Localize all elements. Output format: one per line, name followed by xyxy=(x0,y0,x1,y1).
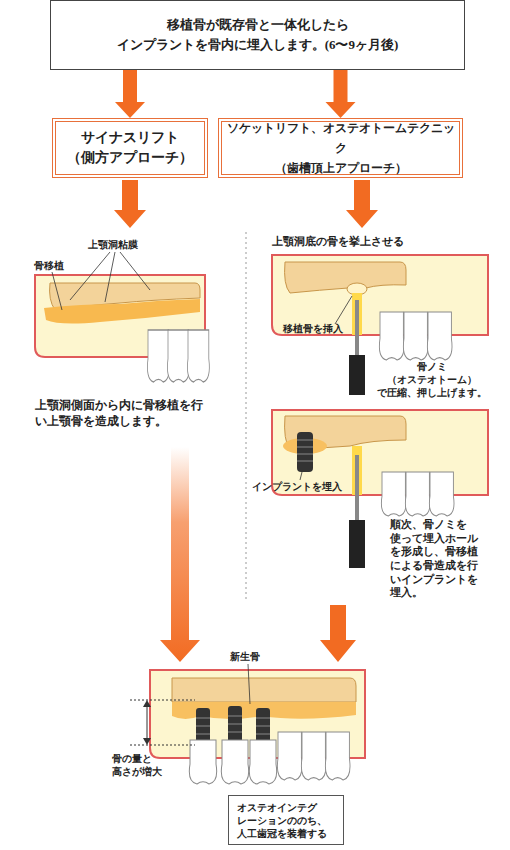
tooth xyxy=(403,312,428,360)
method-box: サイナスリフト （側方アプローチ） xyxy=(52,118,208,178)
tooth xyxy=(325,732,350,780)
dimension-arrowhead xyxy=(143,738,151,745)
tooth xyxy=(381,472,406,516)
description-text: 骨ノミ （オステオトーム） で圧縮、押し上げます。 xyxy=(366,360,498,399)
box-text: サイナスリフト （側方アプローチ） xyxy=(56,128,204,168)
tooth xyxy=(277,732,302,780)
flow-arrow xyxy=(115,70,145,118)
osteotome-handle xyxy=(349,520,365,568)
tooth xyxy=(427,312,452,360)
result-box: オステオインテグ レーションののち、 人工歯冠を装着する xyxy=(228,795,344,845)
leader-line xyxy=(105,252,115,302)
leader-line xyxy=(120,252,150,290)
flow-arrow xyxy=(160,447,200,662)
description-text: 上顎洞側面から内に骨移植を行 い上顎骨を造成します。 xyxy=(35,398,215,429)
leader-line xyxy=(70,252,110,300)
bone-graft xyxy=(44,299,200,324)
implant-thread xyxy=(297,440,313,461)
flow-arrow xyxy=(326,70,356,118)
step-heading: 上顎洞底の骨を挙上させる xyxy=(272,234,452,248)
dimension-line xyxy=(130,700,195,701)
leader-line xyxy=(248,664,250,704)
tooth xyxy=(405,472,430,516)
box-text: ソケットリフト、オステオトームテクニック （歯槽頂上アプローチ） xyxy=(224,118,457,178)
part-label: 移植骨を挿入 xyxy=(283,322,363,335)
divider-line xyxy=(246,232,247,600)
crown xyxy=(189,740,216,784)
tooth xyxy=(147,330,169,382)
leader-line xyxy=(300,468,303,480)
tooth xyxy=(429,472,454,516)
tooth xyxy=(187,330,209,382)
flow-arrow xyxy=(346,180,378,228)
osteotome-handle xyxy=(349,355,365,395)
flow-arrow xyxy=(320,605,356,662)
box-text: 移植骨が既存骨と一体化したら インプラントを骨内に埋入します。(6〜9ヶ月後) xyxy=(51,15,464,55)
dimension-arrow xyxy=(147,704,148,741)
part-label: 上顎洞粘膜 xyxy=(88,238,178,251)
dimension-line xyxy=(130,745,195,746)
tooth xyxy=(167,330,189,382)
part-label: 新生骨 xyxy=(230,650,290,663)
implant xyxy=(297,432,313,472)
part-label: インプラントを埋入 xyxy=(252,480,362,493)
osteotome-shaft xyxy=(355,455,359,521)
dimension-arrowhead xyxy=(143,700,151,707)
dimension-label: 骨の量と 高さが増大 xyxy=(112,752,174,778)
note-box: 移植骨が既存骨と一体化したら インプラントを骨内に埋入します。(6〜9ヶ月後) xyxy=(50,0,465,70)
leader-line xyxy=(52,272,62,310)
implant-thread xyxy=(196,716,270,734)
flow-arrow xyxy=(114,180,146,228)
tooth xyxy=(379,312,404,360)
crown xyxy=(221,740,248,784)
maxillary-sinus xyxy=(285,262,406,293)
osteotome-shaft xyxy=(355,300,359,356)
leader-line xyxy=(335,296,352,324)
method-box: ソケットリフト、オステオトームテクニック （歯槽頂上アプローチ） xyxy=(218,118,463,178)
box-text: オステオインテグ レーションののち、 人工歯冠を装着する xyxy=(237,801,335,840)
maxillary-sinus xyxy=(172,678,356,702)
tooth xyxy=(301,732,326,780)
crown xyxy=(249,740,276,784)
part-label: 骨移植 xyxy=(34,259,94,272)
description-text: 順次、骨ノミを 使って埋入ホール を形成し、骨移植 による骨造成を行 いインプラ… xyxy=(390,518,502,600)
